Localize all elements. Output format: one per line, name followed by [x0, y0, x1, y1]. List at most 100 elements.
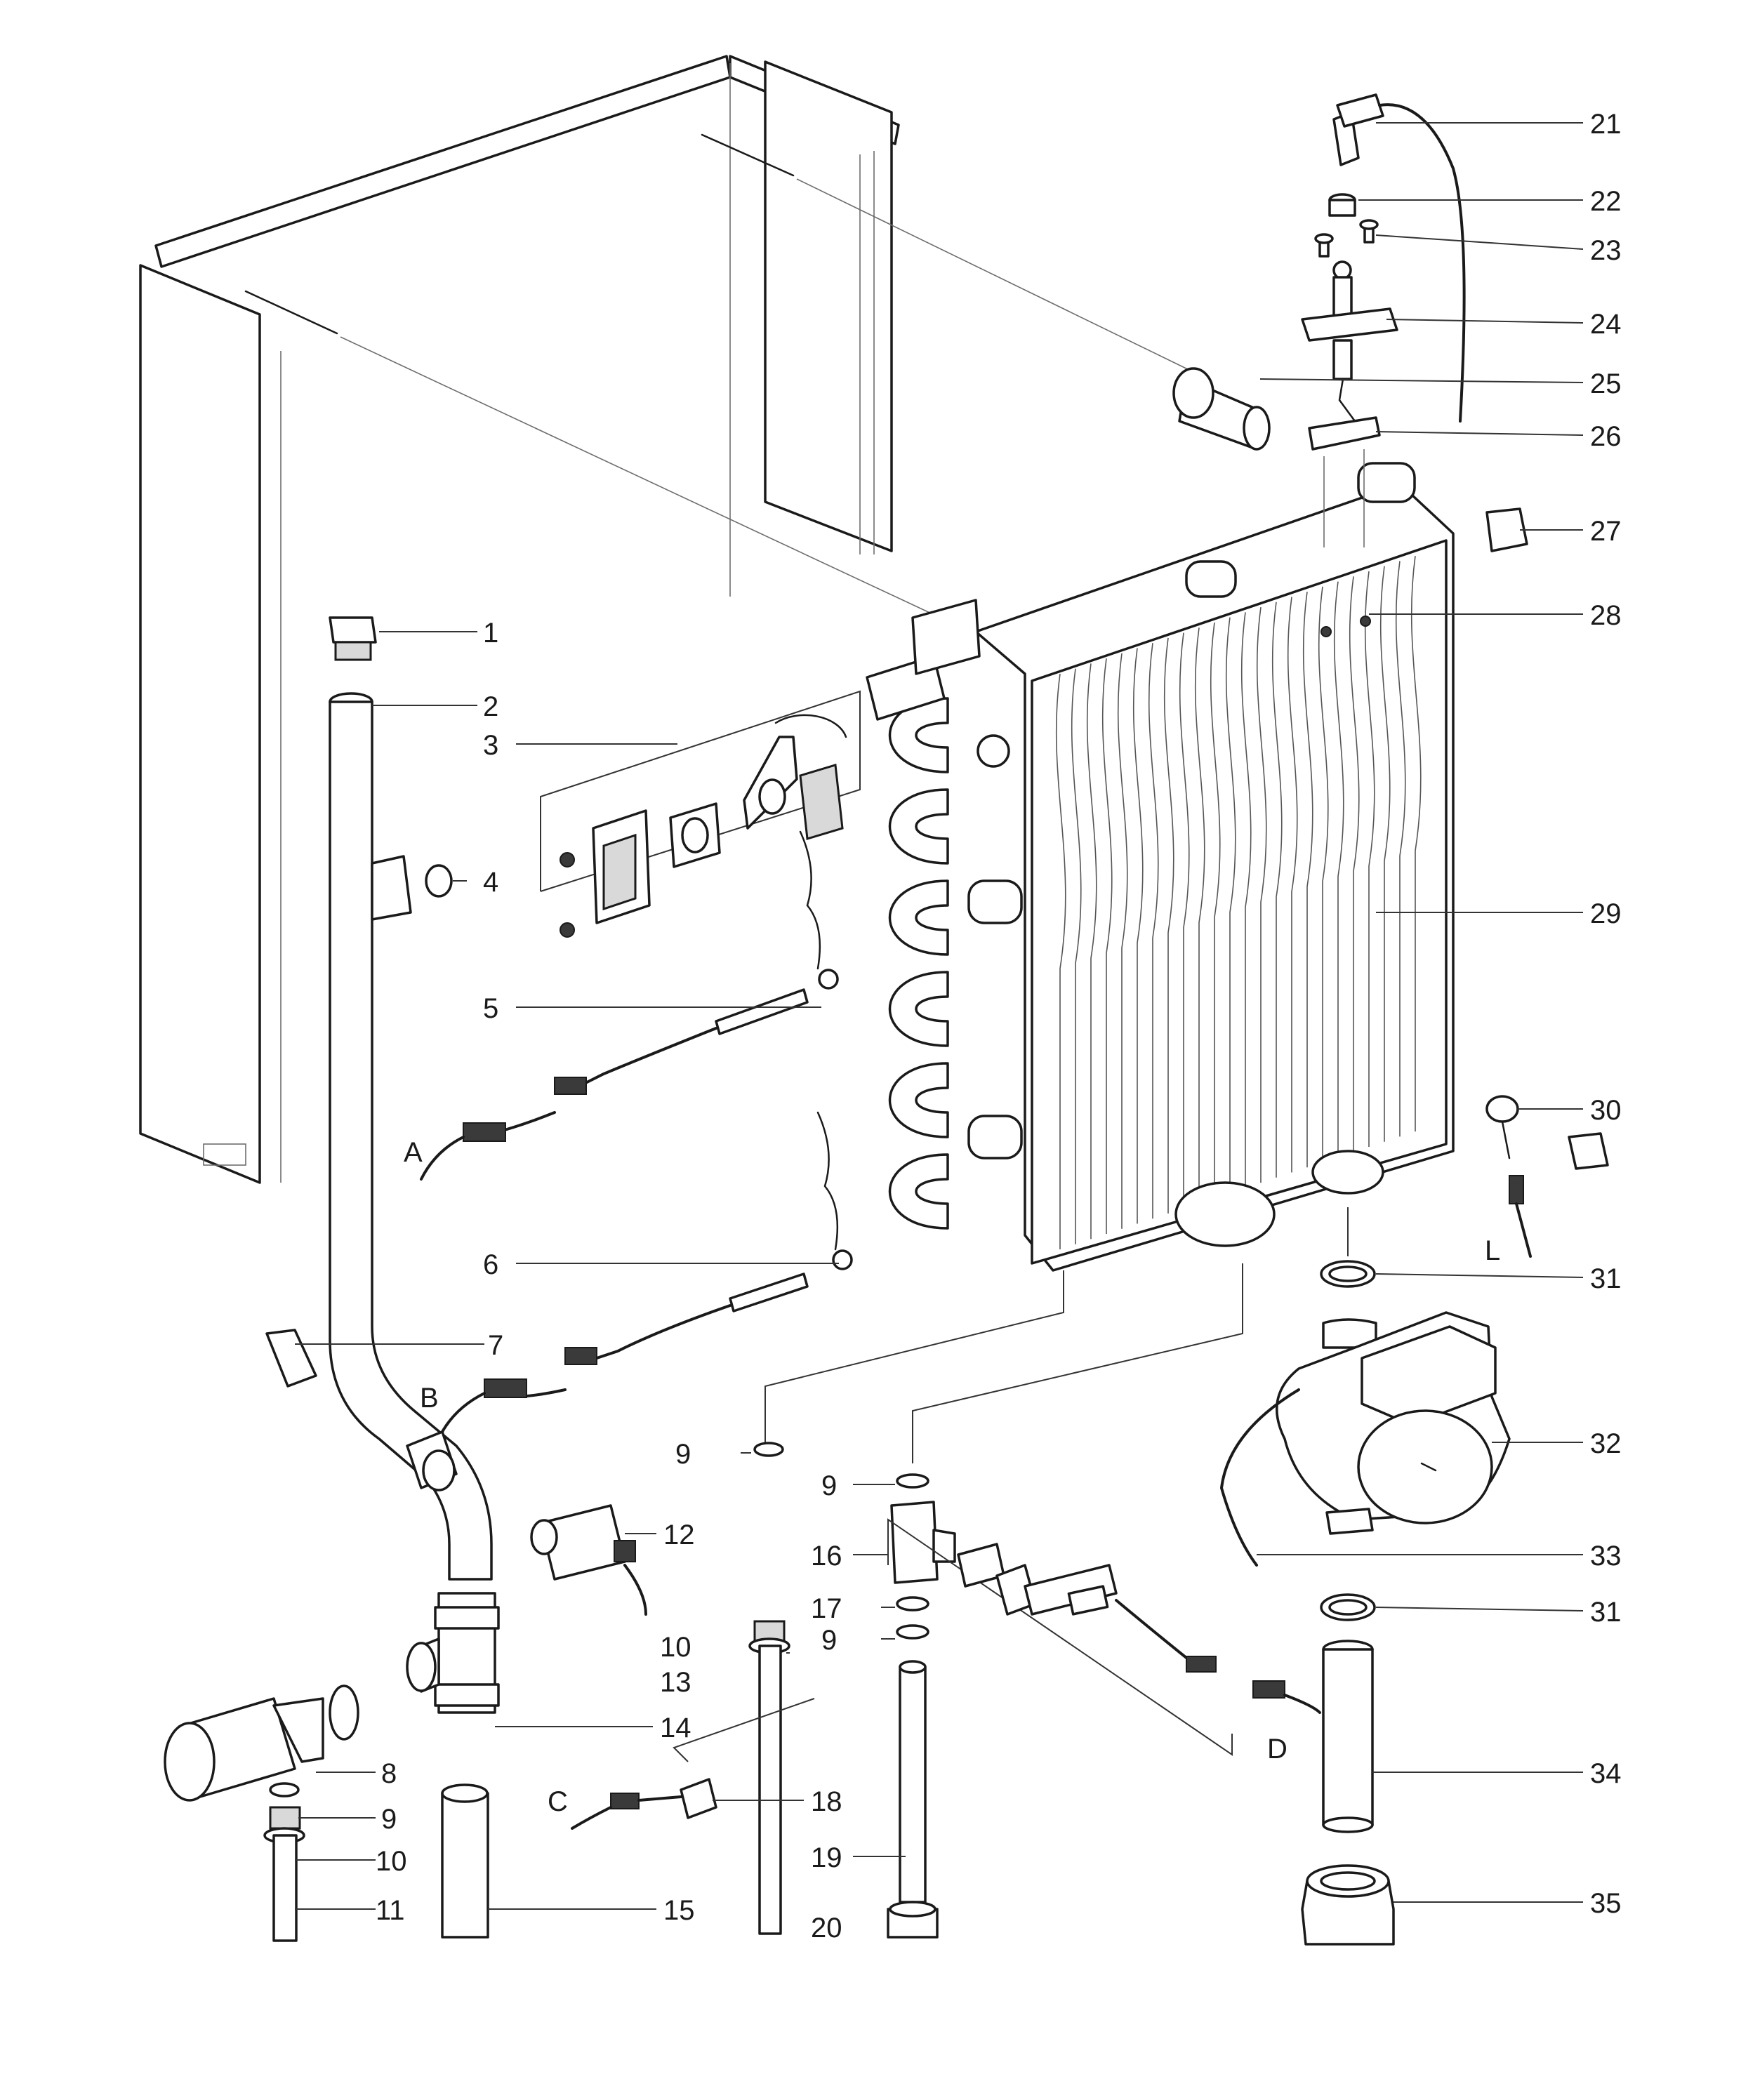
callout-10b: 10: [660, 1632, 691, 1663]
pipe-19: [899, 1666, 927, 1903]
connector-c-plug: [610, 1793, 640, 1809]
callout-7: 7: [488, 1330, 503, 1361]
callout-32: 32: [1590, 1428, 1622, 1459]
screw-28-left: [1320, 626, 1332, 637]
callout-24: 24: [1590, 309, 1622, 340]
sensor-probe-5: [715, 988, 809, 1035]
casing-side-panel-right: [764, 60, 893, 552]
sensor-return: [441, 1111, 853, 1433]
fuse-screw-upper: [560, 852, 575, 868]
sensor-probe-6: [729, 1272, 809, 1312]
callout-23: 23: [1590, 235, 1622, 266]
left-pipe-assembly: [164, 616, 647, 1942]
sensor-clip-6: [832, 1249, 853, 1270]
nut-27: [1485, 507, 1528, 552]
exchanger-bracket-top: [911, 599, 981, 675]
callout-9a: 9: [381, 1804, 397, 1835]
ignition-assembly: [1172, 93, 1528, 637]
pipe-15: [441, 1792, 489, 1939]
callout-26: 26: [1590, 421, 1622, 452]
casing-top-rail: [154, 55, 732, 268]
callout-21: 21: [1590, 109, 1622, 140]
callout-4: 4: [483, 867, 498, 898]
earth-nut-30: [1568, 1132, 1609, 1170]
earth-connection: [1485, 1095, 1609, 1258]
exchanger-boss-left-lower: [967, 1115, 1023, 1159]
heat-exchanger: [866, 462, 1455, 1272]
callout-16: 16: [811, 1541, 842, 1571]
callout-29: 29: [1590, 898, 1622, 929]
electrode-body: [1332, 339, 1353, 380]
callout-20: 20: [811, 1913, 842, 1943]
connector-label-l: L: [1485, 1235, 1500, 1266]
connector-label-d: D: [1267, 1734, 1287, 1765]
connector-d-socket: [1186, 1656, 1217, 1673]
spring-clip-7: [265, 1329, 317, 1388]
connector-b-socket: [484, 1378, 527, 1398]
clip-18: [680, 1778, 717, 1819]
pipe-11: [272, 1834, 298, 1942]
pump-motor-head: [1357, 1409, 1493, 1524]
sensor-flow: [420, 830, 839, 1181]
callout-11: 11: [376, 1895, 405, 1926]
leader-lines: [295, 122, 1584, 1910]
screw-28-right: [1360, 616, 1371, 627]
tee-16: [890, 1501, 939, 1584]
callout-1: 1: [483, 618, 498, 649]
callout-31b: 31: [1590, 1597, 1622, 1628]
callout-8: 8: [381, 1758, 397, 1789]
exchanger-boss-top-right: [1357, 462, 1416, 503]
callout-5: 5: [483, 993, 498, 1024]
connector-a-plug: [554, 1077, 587, 1095]
exchanger-outlet-right: [1311, 1150, 1384, 1195]
earth-cable-end: [1509, 1175, 1524, 1204]
exchanger-return-bends: [888, 697, 949, 1230]
riser-pipe: [329, 700, 493, 1581]
connector-label-b: B: [420, 1383, 439, 1414]
callout-18: 18: [811, 1786, 842, 1817]
callout-9b: 9: [675, 1439, 691, 1470]
callout-30: 30: [1590, 1095, 1622, 1126]
electrode-flange: [1301, 307, 1398, 342]
connector-d-plug: [1252, 1680, 1285, 1699]
callout-10a: 10: [376, 1846, 407, 1877]
callout-2: 2: [483, 691, 498, 722]
pump-assembly: [1219, 1207, 1511, 1946]
casing-side-panel-left: [139, 264, 261, 1184]
pipe-34: [1322, 1648, 1374, 1826]
nipple-10-left: [269, 1806, 301, 1830]
callout-6: 6: [483, 1249, 498, 1280]
callout-28: 28: [1590, 600, 1622, 631]
heat-exchanger-fins: [1055, 555, 1422, 1249]
fuse-block: [799, 764, 844, 840]
washer-9-right: [896, 1473, 929, 1489]
connector-b-plug: [564, 1347, 597, 1365]
callout-14: 14: [660, 1713, 691, 1743]
callout-34: 34: [1590, 1758, 1622, 1789]
callout-12: 12: [663, 1520, 695, 1550]
washer-9-right-lower: [896, 1624, 929, 1640]
callout-25: 25: [1590, 368, 1622, 399]
washer-9-center: [753, 1442, 784, 1457]
washer-9-left: [269, 1782, 300, 1797]
callout-27: 27: [1590, 516, 1622, 547]
earth-ring-terminal: [1485, 1095, 1519, 1123]
vent-plug: [329, 616, 377, 644]
callout-22: 22: [1590, 186, 1622, 217]
callout-9d: 9: [821, 1625, 837, 1656]
flow-sensor-body: [1024, 1564, 1118, 1616]
callout-3: 3: [483, 730, 498, 761]
fuse-screw-lower: [560, 922, 575, 938]
connector-label-c: C: [548, 1786, 568, 1817]
center-pipe-assembly: [571, 1263, 1321, 1939]
callout-17: 17: [811, 1593, 842, 1624]
exchanger-outlet-left: [1174, 1181, 1276, 1247]
pipe-13: [758, 1644, 782, 1935]
thermal-fuse-assembly: [540, 690, 861, 938]
o-ring-17: [896, 1596, 929, 1611]
fill-valve-body: [272, 1697, 324, 1763]
connector-a-socket: [463, 1122, 506, 1142]
callout-33: 33: [1590, 1541, 1622, 1571]
connector-label-a: A: [404, 1137, 423, 1168]
callout-35: 35: [1590, 1888, 1622, 1919]
